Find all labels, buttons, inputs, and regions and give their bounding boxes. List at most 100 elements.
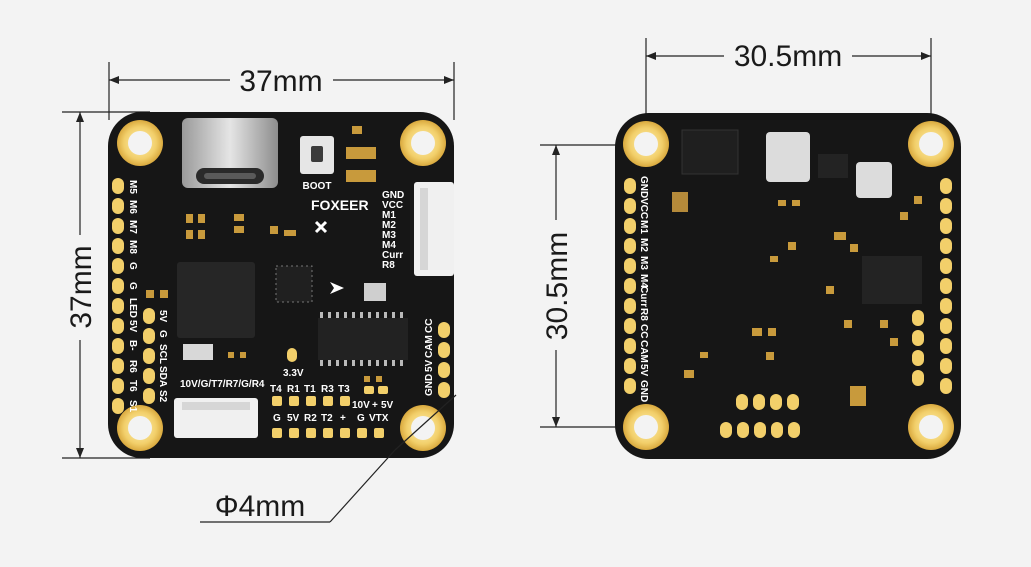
back-width-label: 30.5mm xyxy=(734,40,842,73)
back-left-labels: GND VCC M1 M2 M3 M4 Curr R8 CC CAM 5V GN… xyxy=(638,176,649,402)
bottom-label-g: G xyxy=(273,413,281,424)
pad-label-sda: SDA xyxy=(157,366,168,387)
hole-diameter-label: Φ4mm xyxy=(215,490,306,523)
pad-label-b: B- xyxy=(127,340,138,351)
back-label-gnd2: GND xyxy=(638,380,649,402)
connector-right-labels: GND VCC M1 M2 M3 M4 Curr R8 xyxy=(382,190,404,271)
bottom-label-t1: T1 xyxy=(304,384,316,395)
front-right-labels: CC CAM 5V GND xyxy=(424,319,435,396)
pad-label-t6: T6 xyxy=(127,380,138,392)
front-mounting-holes xyxy=(117,120,446,451)
conn-label-m3: M3 xyxy=(382,230,396,241)
usb-c-port xyxy=(182,118,278,188)
right-label-cc: CC xyxy=(424,319,435,333)
vtx-label-5v: 5V xyxy=(381,400,394,411)
mcu-chip xyxy=(177,262,255,338)
bottom-label-r2: R2 xyxy=(304,413,317,424)
back-label-m4: M4 xyxy=(638,274,649,288)
right-label-5v: 5V xyxy=(424,359,435,372)
gyro-chip xyxy=(275,265,313,303)
bottom-label-r1: R1 xyxy=(287,384,300,395)
back-ic-chip xyxy=(862,256,922,304)
conn-label-m4: M4 xyxy=(382,240,396,251)
back-board: GND VCC M1 M2 M3 M4 Curr R8 CC CAM 5V GN… xyxy=(615,113,961,459)
pad-label-m5: M5 xyxy=(127,180,138,194)
back-label-vcc: VCC xyxy=(638,198,649,219)
conn-label-curr: Curr xyxy=(382,250,403,261)
bottom-label-5v: 5V xyxy=(287,413,300,424)
pad-label-g1: G xyxy=(127,262,138,270)
orientation-arrow-icon xyxy=(330,282,344,294)
pad-label-s1: S1 xyxy=(127,400,138,413)
inductor-1 xyxy=(766,132,810,182)
conn-label-vcc: VCC xyxy=(382,200,403,211)
front-passives xyxy=(146,214,382,382)
hole-diameter-dimension: Φ4mm xyxy=(200,394,457,523)
pad-label-scl: SCL xyxy=(157,344,168,364)
pad-label-led: LED xyxy=(127,298,138,318)
back-label-m3: M3 xyxy=(638,256,649,270)
front-height-dimension: 37mm xyxy=(62,111,150,459)
pad-label-m7: M7 xyxy=(127,220,138,234)
front-width-label: 37mm xyxy=(239,65,322,98)
boot-button: BOOT xyxy=(300,136,334,192)
pad-label-g-2: G xyxy=(157,330,168,338)
pad-label-5v: 5V xyxy=(127,320,138,333)
front-bottom-top-labels: T4 R1 T1 R3 T3 xyxy=(270,384,350,395)
pad-label-m8: M8 xyxy=(127,240,138,254)
front-left-pad-labels: M5 M6 M7 M8 G G LED 5V B- R6 T6 S1 5V G … xyxy=(127,180,168,413)
bottom-label-t3: T3 xyxy=(338,384,350,395)
baro-chip xyxy=(364,283,386,301)
right-label-cam: CAM xyxy=(424,335,435,358)
back-label-5v: 5V xyxy=(638,364,649,377)
crystal xyxy=(183,344,213,360)
pad-label-m6: M6 xyxy=(127,200,138,214)
back-label-r8: R8 xyxy=(638,308,649,321)
bottom-label-t4: T4 xyxy=(270,384,282,395)
pad-label-5v-2: 5V xyxy=(157,310,168,323)
front-bottom-connector xyxy=(174,398,258,438)
back-label-cam: CAM xyxy=(638,340,649,363)
pad-label-r6: R6 xyxy=(127,360,138,373)
bottom-connector-label: 10V/G/T7/R7/G/R4 xyxy=(180,379,265,390)
back-label-gnd: GND xyxy=(638,176,649,198)
front-left-pads xyxy=(112,178,155,414)
brand-label: FOXEER xyxy=(311,197,369,213)
pad-label-g2: G xyxy=(127,282,138,290)
flash-chip xyxy=(681,129,739,175)
back-label-curr: Curr xyxy=(638,286,649,307)
front-bottom-bottom-labels: G 5V R2 T2 + xyxy=(273,413,346,424)
vtx-label-vtx: VTX xyxy=(369,413,389,424)
bottom-label-r3: R3 xyxy=(321,384,334,395)
front-width-dimension: 37mm xyxy=(108,62,455,120)
label-3v3: 3.3V xyxy=(283,368,304,379)
pad-3v3 xyxy=(287,348,297,362)
back-capacitor xyxy=(672,192,688,212)
right-label-gnd: GND xyxy=(424,374,435,396)
back-right-pads xyxy=(912,178,952,394)
front-board: BOOT FOXEER GND VCC M1 M2 M3 M4 Curr R8 xyxy=(108,112,454,458)
conn-label-m1: M1 xyxy=(382,210,396,221)
back-label-cc: CC xyxy=(638,324,649,338)
inductor-2 xyxy=(856,162,892,198)
bottom-label-t2: T2 xyxy=(321,413,333,424)
back-passives xyxy=(684,196,922,406)
vtx-label-plus: + xyxy=(372,400,378,411)
vtx-label-10v: 10V xyxy=(352,400,370,411)
conn-label-r8: R8 xyxy=(382,260,395,271)
vtx-labels: 10V + 5V G VTX xyxy=(352,400,394,424)
front-right-pads xyxy=(438,322,450,398)
pad-label-s2: S2 xyxy=(157,390,168,403)
conn-label-gnd: GND xyxy=(382,190,404,201)
bottom-label-plus: + xyxy=(340,413,346,424)
back-height-label: 30.5mm xyxy=(541,232,574,340)
vtx-label-g: G xyxy=(357,413,365,424)
back-label-m2: M2 xyxy=(638,238,649,252)
boot-label: BOOT xyxy=(303,181,332,192)
back-mounting-holes xyxy=(623,121,954,450)
back-label-m1: M1 xyxy=(638,220,649,234)
regulator-chip xyxy=(818,154,848,178)
osd-chip xyxy=(318,312,408,366)
front-height-label: 37mm xyxy=(65,245,98,328)
